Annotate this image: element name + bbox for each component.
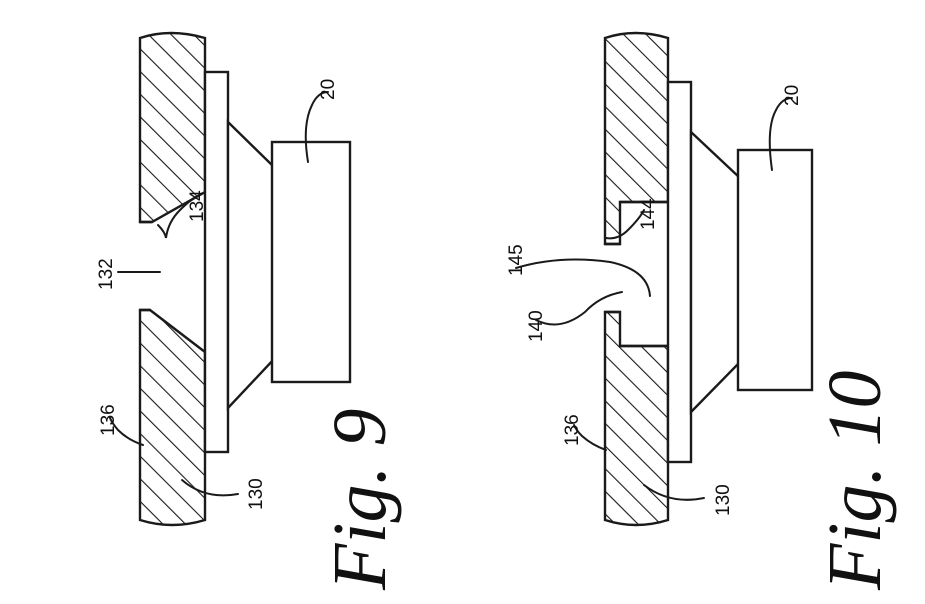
leader-20: [304, 91, 329, 163]
ref-140: 140: [526, 310, 547, 342]
substrate-130-upper: [138, 31, 207, 224]
ref-134: 134: [187, 190, 208, 222]
ref-136: 136: [562, 414, 583, 446]
figure-9: 20 134 132 136 130 Fig. 9: [96, 31, 402, 591]
ref-130: 130: [713, 484, 734, 516]
caption-fig-10: Fig. 10: [813, 370, 897, 591]
component-20: [270, 140, 352, 384]
caption-fig-9: Fig. 9: [318, 408, 402, 591]
substrate-130-upper: [603, 31, 670, 246]
ref-132: 132: [96, 258, 117, 290]
substrate-130-lower: [138, 308, 207, 527]
leader-136: [573, 424, 607, 451]
leader-134: [157, 195, 199, 239]
figure-10: 20 144 145 140 136 130 Fig. 10: [506, 31, 897, 591]
leader-144: [605, 209, 645, 240]
leader-20: [768, 97, 793, 171]
component-20: [736, 148, 814, 392]
ref-20: 20: [318, 79, 339, 100]
leader-130: [181, 479, 239, 497]
leader-130: [643, 484, 705, 501]
ref-145: 145: [506, 244, 527, 276]
layer-plate: [666, 80, 693, 464]
layer-plate: [203, 70, 230, 454]
leader-145: [515, 258, 651, 297]
ref-144: 144: [638, 198, 659, 230]
leader-136: [109, 417, 144, 446]
ref-130: 130: [246, 478, 267, 510]
leader-140: [535, 291, 623, 326]
opening-132: [138, 220, 154, 312]
tapered-bump: [689, 129, 742, 415]
tapered-bump: [226, 119, 277, 412]
ref-20: 20: [782, 85, 803, 106]
ref-136: 136: [98, 404, 119, 436]
opening-140: [603, 200, 670, 348]
